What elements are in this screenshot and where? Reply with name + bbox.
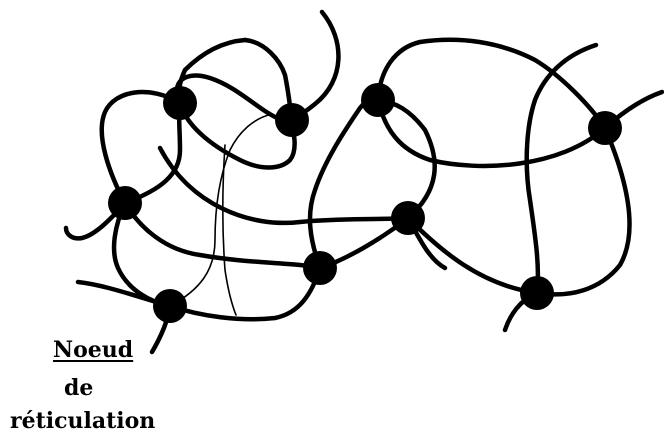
label-reticulation: réticulation: [10, 408, 156, 434]
polymer-chain: [405, 215, 540, 296]
thin-polymer-chain: [221, 144, 237, 316]
crosslink-node: [520, 276, 554, 310]
crosslink-node: [361, 83, 395, 117]
crosslink-node: [275, 103, 309, 137]
polymer-chain: [75, 265, 323, 322]
crosslink-node-labeled: [153, 289, 187, 323]
crosslink-node: [391, 201, 425, 235]
thin-polymer-chain: [169, 113, 273, 307]
polymer-chain: [63, 200, 128, 241]
polymer-chain: [317, 97, 437, 271]
polymer-chain: [502, 125, 632, 333]
polymer-chain: [375, 97, 608, 169]
thin-chains: [169, 113, 273, 316]
label-noeud: Noeud: [53, 337, 134, 363]
polymer-chain: [157, 145, 411, 226]
polymer-chain: [524, 42, 599, 296]
label-de: de: [64, 375, 94, 401]
polymer-chains: [63, 9, 664, 355]
crosslink-node: [108, 186, 142, 220]
crosslink-node: [303, 251, 337, 285]
crosslink-node: [588, 111, 622, 145]
polymer-chain: [375, 37, 608, 131]
polymer-chain: [307, 96, 381, 271]
polymer-chain: [122, 100, 183, 206]
crosslink-node: [163, 86, 197, 120]
polymer-chain: [99, 89, 323, 271]
polymer-chain: [174, 9, 341, 170]
crosslink-nodes: [108, 83, 622, 323]
